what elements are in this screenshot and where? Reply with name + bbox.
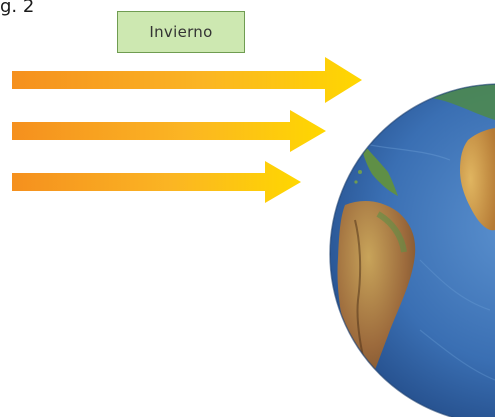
figure-label: g. 2 [0,0,35,17]
north-america-landmass [395,84,495,120]
earth-globe [329,83,495,417]
sun-ray-arrow-bottom [12,161,301,203]
africa-landmass [460,128,495,231]
south-america-landmass [337,200,416,388]
sun-rays [12,57,362,203]
sun-ray-arrow-top [12,57,362,103]
sun-ray-arrow-middle [12,110,326,152]
season-label-box: Invierno [117,11,245,53]
season-label: Invierno [149,23,213,41]
